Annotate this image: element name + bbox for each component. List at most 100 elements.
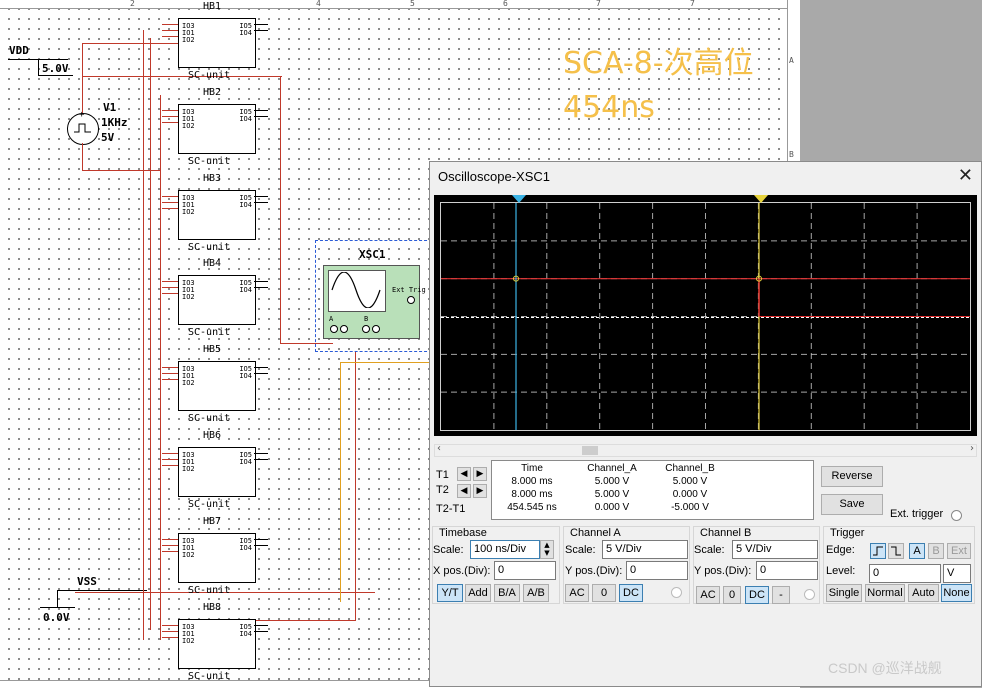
scope-display[interactable] bbox=[434, 195, 977, 436]
pin-wire bbox=[162, 453, 178, 454]
chip-pin-label: IO2 bbox=[182, 208, 195, 216]
channel-a-ypos-input[interactable]: 0 bbox=[626, 561, 688, 580]
cursor-label-t2: T2 bbox=[436, 484, 449, 496]
pin-wire bbox=[162, 465, 178, 466]
pin-wire bbox=[162, 625, 178, 626]
save-button[interactable]: Save bbox=[821, 494, 883, 515]
chip-pin-label: IO4 bbox=[239, 29, 252, 37]
falling-edge-icon[interactable] bbox=[888, 543, 904, 559]
channel-b-ac-button[interactable]: AC bbox=[696, 586, 720, 604]
wire bbox=[280, 76, 281, 344]
chip-name: HB6 bbox=[203, 430, 222, 441]
pin-wire bbox=[254, 373, 268, 374]
mode-add-button[interactable]: Add bbox=[465, 584, 491, 602]
channel-b-invert-button[interactable]: - bbox=[772, 586, 790, 604]
scroll-right-icon[interactable]: › bbox=[970, 443, 974, 454]
chip-name: HB1 bbox=[203, 1, 222, 12]
oscilloscope-window[interactable]: Oscilloscope-XSC1 ✕ ‹ › T1 T2 T2-T1 ◀ ▶ … bbox=[429, 161, 982, 687]
mode-ba-button[interactable]: B/A bbox=[494, 584, 520, 602]
pin-wire bbox=[162, 116, 178, 117]
scope-pin-a[interactable] bbox=[330, 325, 338, 333]
channel-a-ac-button[interactable]: AC bbox=[565, 584, 589, 602]
timebase-xpos-input[interactable]: 0 bbox=[494, 561, 556, 580]
channel-b-ypos-input[interactable]: 0 bbox=[756, 561, 818, 580]
horizontal-scrollbar[interactable]: ‹ › bbox=[434, 443, 977, 457]
trigger-source-b-button[interactable]: B bbox=[928, 543, 944, 559]
trigger-single-button[interactable]: Single bbox=[826, 584, 862, 602]
cursor-readout: Time Channel_A Channel_B 8.000 ms 5.000 … bbox=[491, 460, 814, 520]
timebase-scale-spinner[interactable]: ▲▼ bbox=[540, 540, 554, 559]
channel-a-scale-input[interactable]: 5 V/Div bbox=[602, 540, 688, 559]
border-col-label: 7 bbox=[596, 0, 601, 8]
channel-b-dc-button[interactable]: DC bbox=[745, 586, 769, 604]
channel-a-zero-button[interactable]: 0 bbox=[592, 584, 616, 602]
pin-wire bbox=[162, 293, 178, 294]
chip-unit-label: SC-unit bbox=[188, 585, 231, 596]
chip-pin-label: IO3 bbox=[182, 451, 195, 459]
t2-right-arrow-icon[interactable]: ▶ bbox=[473, 484, 487, 498]
wire bbox=[82, 76, 282, 77]
scope-pin-b[interactable] bbox=[362, 325, 370, 333]
trigger-level-input[interactable]: 0 bbox=[869, 564, 941, 583]
pin-wire bbox=[254, 453, 268, 454]
pin-wire bbox=[254, 24, 268, 25]
mode-ab-button[interactable]: A/B bbox=[523, 584, 549, 602]
scope-pin-a-gnd[interactable] bbox=[340, 325, 348, 333]
chip-pin-label: IO1 bbox=[182, 29, 195, 37]
rising-edge-icon[interactable] bbox=[870, 543, 886, 559]
channel-b-scale-input[interactable]: 5 V/Div bbox=[732, 540, 818, 559]
t2-left-arrow-icon[interactable]: ◀ bbox=[457, 484, 471, 498]
reverse-button[interactable]: Reverse bbox=[821, 466, 883, 487]
chip-name: HB7 bbox=[203, 516, 222, 527]
close-icon[interactable]: ✕ bbox=[957, 165, 973, 186]
cursor-label-t1: T1 bbox=[436, 469, 449, 481]
trigger-source-ext-button[interactable]: Ext bbox=[947, 543, 971, 559]
readout-header: Channel_B bbox=[665, 463, 715, 474]
border-top bbox=[0, 0, 800, 9]
cursor2-marker-icon[interactable] bbox=[754, 195, 768, 203]
trigger-normal-button[interactable]: Normal bbox=[865, 584, 905, 602]
scroll-thumb[interactable] bbox=[582, 446, 598, 455]
mode-yt-button[interactable]: Y/T bbox=[437, 584, 463, 602]
trigger-source-a-button[interactable]: A bbox=[909, 543, 925, 559]
pin-wire bbox=[162, 545, 178, 546]
source-amp: 5V bbox=[101, 131, 115, 144]
annotation-time: 454ns bbox=[563, 90, 655, 125]
wire bbox=[82, 143, 83, 170]
channel-b-radio[interactable] bbox=[804, 589, 815, 600]
pin-wire bbox=[162, 367, 178, 368]
scope-pin-b-gnd[interactable] bbox=[372, 325, 380, 333]
channel-a-dc-button[interactable]: DC bbox=[619, 584, 643, 602]
ext-trigger-radio[interactable] bbox=[951, 510, 962, 521]
chip-pin-label: IO5 bbox=[239, 451, 252, 459]
channel-b-zero-button[interactable]: 0 bbox=[723, 586, 741, 604]
source-v1[interactable] bbox=[67, 113, 99, 145]
vdd-base bbox=[38, 75, 73, 76]
border-bottom bbox=[0, 680, 800, 688]
scope-pin-ext[interactable] bbox=[407, 296, 415, 304]
wire bbox=[75, 592, 375, 593]
cursor1-marker-icon[interactable] bbox=[512, 195, 526, 203]
readout-cell: 5.000 V bbox=[594, 489, 630, 500]
t1-right-arrow-icon[interactable]: ▶ bbox=[473, 467, 487, 481]
timebase-scale-input[interactable]: 100 ns/Div bbox=[470, 540, 540, 559]
timebase-scale-label: Scale: bbox=[433, 544, 464, 556]
t1-left-arrow-icon[interactable]: ◀ bbox=[457, 467, 471, 481]
channel-a-radio[interactable] bbox=[671, 587, 682, 598]
trigger-level-unit[interactable]: V bbox=[943, 564, 971, 583]
scroll-left-icon[interactable]: ‹ bbox=[437, 443, 441, 454]
trigger-none-button[interactable]: None bbox=[941, 584, 972, 602]
trigger-auto-button[interactable]: Auto bbox=[908, 584, 939, 602]
